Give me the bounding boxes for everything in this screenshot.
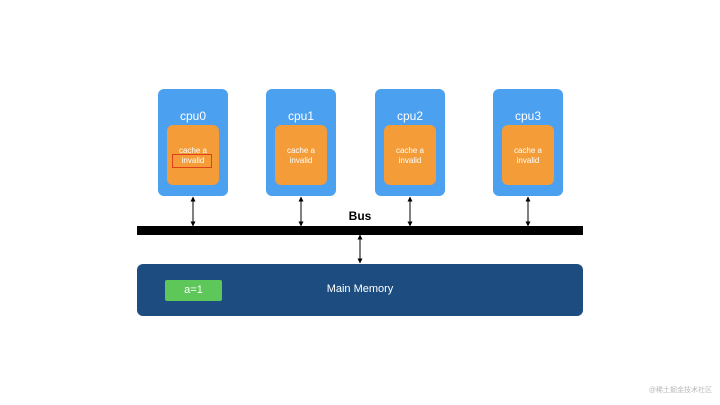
cpu2-block: cpu2 cache a invalid xyxy=(375,89,445,196)
cpu1-cache: cache a invalid xyxy=(275,125,327,185)
cpu1-cache-line1: cache a xyxy=(286,146,316,155)
cpu1-block: cpu1 cache a invalid xyxy=(266,89,336,196)
cpu2-cache: cache a invalid xyxy=(384,125,436,185)
memory-value-box: a=1 xyxy=(165,280,222,301)
cpu2-cache-line2: invalid xyxy=(398,156,422,165)
cpu0-cache-line2: invalid xyxy=(181,156,205,165)
cpu0-cache: cache a invalid xyxy=(167,125,219,185)
cpu3-cache: cache a invalid xyxy=(502,125,554,185)
cpu1-label: cpu1 xyxy=(287,109,315,123)
main-memory-block: a=1 Main Memory xyxy=(137,264,583,316)
cpu3-block: cpu3 cache a invalid xyxy=(493,89,563,196)
main-memory-label: Main Memory xyxy=(326,283,394,295)
cpu0-cache-line1: cache a xyxy=(178,146,208,155)
bus-label: Bus xyxy=(348,209,372,223)
cpu0-block: cpu0 cache a invalid xyxy=(158,89,228,196)
cpu0-label: cpu0 xyxy=(179,109,207,123)
watermark: @稀土掘金技术社区 xyxy=(648,387,712,394)
bus-bar xyxy=(137,226,583,235)
cpu1-cache-line2: invalid xyxy=(289,156,313,165)
cpu3-label: cpu3 xyxy=(514,109,542,123)
cpu0-invalid-highlight xyxy=(172,154,212,168)
cpu3-cache-line1: cache a xyxy=(513,146,543,155)
cpu2-cache-line1: cache a xyxy=(395,146,425,155)
cpu3-cache-line2: invalid xyxy=(516,156,540,165)
cpu2-label: cpu2 xyxy=(396,109,424,123)
